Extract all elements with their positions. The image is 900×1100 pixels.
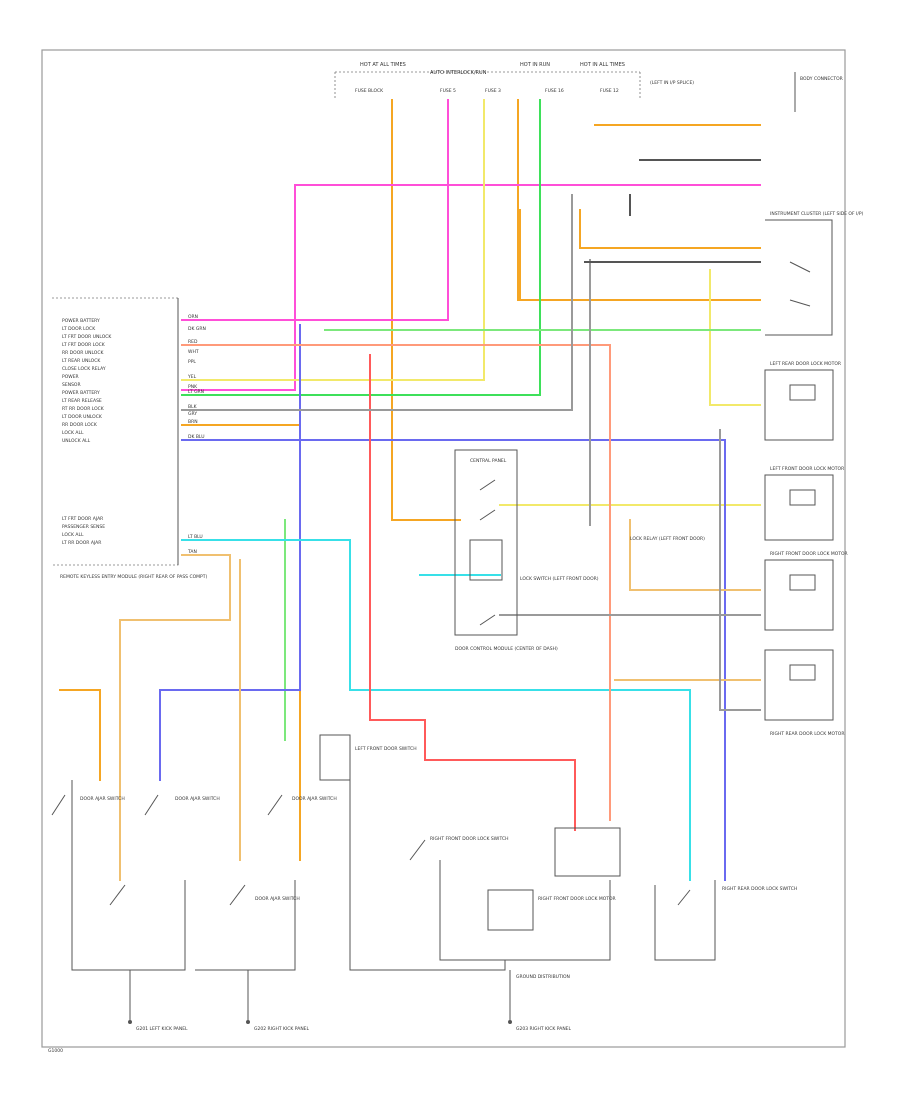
- left-rear-door-label: LEFT REAR DOOR LOCK MOTOR: [770, 361, 841, 367]
- wire-label: BRN: [188, 419, 198, 425]
- switch-label: RIGHT FRONT DOOR LOCK SWITCH: [430, 836, 508, 842]
- rkem-pin: PASSENGER SENSE: [62, 524, 105, 530]
- fuse-block-name: FUSE BLOCK: [355, 88, 384, 94]
- top-right-note: (LEFT IN I/P SPLICE): [650, 80, 694, 86]
- rkem-pin: LT DOOR LOCK: [62, 326, 96, 332]
- door-module-label: DOOR CONTROL MODULE (CENTER OF DASH): [455, 646, 558, 652]
- rkem-pins: POWER BATTERY LT DOOR LOCK LT FRT DOOR U…: [62, 318, 112, 546]
- rkem-pin: CLOSE LOCK RELAY: [62, 366, 106, 372]
- switch-label: RIGHT REAR DOOR LOCK SWITCH: [722, 886, 797, 892]
- fuse-16: FUSE 16: [545, 88, 564, 94]
- fuse-block: HOT AT ALL TIMES AUTO INTERLOCK/RUN HOT …: [334, 62, 694, 100]
- wire-label: DK GRN: [188, 326, 206, 332]
- fuse-3: FUSE 3: [485, 88, 501, 94]
- rkem-pin: LT RR DOOR AJAR: [62, 540, 101, 546]
- instrument-cluster-label: INSTRUMENT CLUSTER (LEFT SIDE OF I/P): [770, 211, 864, 217]
- lock-switch-label: LOCK SWITCH (LEFT FRONT DOOR): [520, 576, 599, 582]
- corner-note: G1000: [48, 1048, 63, 1054]
- wire-label: DK BLU: [188, 434, 205, 440]
- switch-label: RIGHT FRONT DOOR LOCK MOTOR: [538, 896, 616, 902]
- wire-label: TAN: [187, 549, 197, 555]
- rkem-pin: LOCK ALL: [62, 532, 84, 538]
- door-control-module: CENTRAL PANEL DOOR CONTROL MODULE (CENTE…: [454, 449, 705, 652]
- relay-label: LOCK RELAY (LEFT FRONT DOOR): [630, 536, 705, 542]
- ground-symbol: [128, 1020, 132, 1024]
- fuse-label-r1: HOT IN RUN: [520, 62, 550, 68]
- fuse-label-r2: HOT IN ALL TIMES: [580, 62, 625, 68]
- central-panel-label: CENTRAL PANEL: [470, 458, 507, 464]
- switch-label: LEFT FRONT DOOR SWITCH: [355, 746, 417, 752]
- rkem-pin: LT REAR UNLOCK: [62, 358, 101, 364]
- wire-label: PNK: [188, 384, 198, 390]
- rkem-pin: LT FRT DOOR UNLOCK: [62, 334, 112, 340]
- wire-label: LT BLU: [188, 534, 203, 540]
- ground-label: G203 RIGHT KICK PANEL: [516, 1026, 572, 1032]
- wire-label: LT GRN: [188, 389, 204, 395]
- rkem-pin: POWER BATTERY: [62, 390, 100, 396]
- fuse-5: FUSE 5: [440, 88, 456, 94]
- wire-label: YEL: [187, 374, 197, 380]
- rkem-pin: LT FRT DOOR AJAR: [62, 516, 103, 522]
- right-front-door-label: RIGHT FRONT DOOR LOCK MOTOR: [770, 551, 848, 557]
- bottom-switches: DOOR AJAR SWITCH DOOR AJAR SWITCH DOOR A…: [51, 734, 797, 971]
- wire-label: RED: [188, 339, 198, 345]
- wire-label: BLK: [188, 404, 198, 410]
- body-connector-label: BODY CONNECTOR: [800, 76, 843, 82]
- fuse-12: FUSE 12: [600, 88, 619, 94]
- rkem-label: REMOTE KEYLESS ENTRY MODULE (RIGHT REAR …: [60, 574, 207, 580]
- rkem-pin: POWER: [62, 374, 79, 380]
- right-components: INSTRUMENT CLUSTER (LEFT SIDE OF I/P) LE…: [764, 211, 864, 737]
- rkem-pin: LT DOOR UNLOCK: [62, 414, 103, 420]
- switch-label: DOOR AJAR SWITCH: [80, 796, 125, 802]
- fuse-label-left: HOT AT ALL TIMES: [360, 62, 406, 68]
- remote-keyless-entry-module: POWER BATTERY LT DOOR LOCK LT FRT DOOR U…: [52, 297, 207, 580]
- switch-label: DOOR AJAR SWITCH: [292, 796, 337, 802]
- wire-labels: ORN PNK BLK YEL LT GRN DK GRN TAN GRY RE…: [187, 314, 206, 555]
- ground-symbol: [508, 1020, 512, 1024]
- diagram-frame: [41, 49, 846, 1048]
- rkem-pin: RR DOOR UNLOCK: [62, 350, 104, 356]
- fuse-label-mid: AUTO INTERLOCK/RUN: [430, 70, 487, 76]
- top-right-connector: BODY CONNECTOR: [794, 72, 843, 112]
- wire-label: ORN: [188, 314, 198, 320]
- grounds: G201 LEFT KICK PANEL G202 RIGHT KICK PAN…: [128, 970, 572, 1032]
- rkem-pin: LOCK ALL: [62, 430, 84, 436]
- ground-note: GROUND DISTRIBUTION: [516, 974, 570, 980]
- rkem-pin: UNLOCK ALL: [62, 438, 91, 444]
- ground-label: G201 LEFT KICK PANEL: [136, 1026, 188, 1032]
- right-rear-door-label: RIGHT REAR DOOR LOCK MOTOR: [770, 731, 844, 737]
- wire-label: WHT: [188, 349, 199, 355]
- rkem-pin: SENSOR: [62, 382, 81, 388]
- switch-label: DOOR AJAR SWITCH: [175, 796, 220, 802]
- rkem-pin: RR DOOR LOCK: [62, 422, 98, 428]
- ground-label: G202 RIGHT KICK PANEL: [254, 1026, 310, 1032]
- rkem-pin: POWER BATTERY: [62, 318, 100, 324]
- switch-label: DOOR AJAR SWITCH: [255, 896, 300, 902]
- wire-label: PPL: [188, 359, 196, 365]
- rkem-pin: RT RR DOOR LOCK: [62, 406, 105, 412]
- rkem-pin: LT REAR RELEASE: [62, 398, 102, 404]
- rkem-pin: LT FRT DOOR LOCK: [62, 342, 106, 348]
- wires: [59, 99, 761, 881]
- wire-label: GRY: [188, 411, 197, 417]
- ground-symbol: [246, 1020, 250, 1024]
- left-front-door-label: LEFT FRONT DOOR LOCK MOTOR: [770, 466, 844, 472]
